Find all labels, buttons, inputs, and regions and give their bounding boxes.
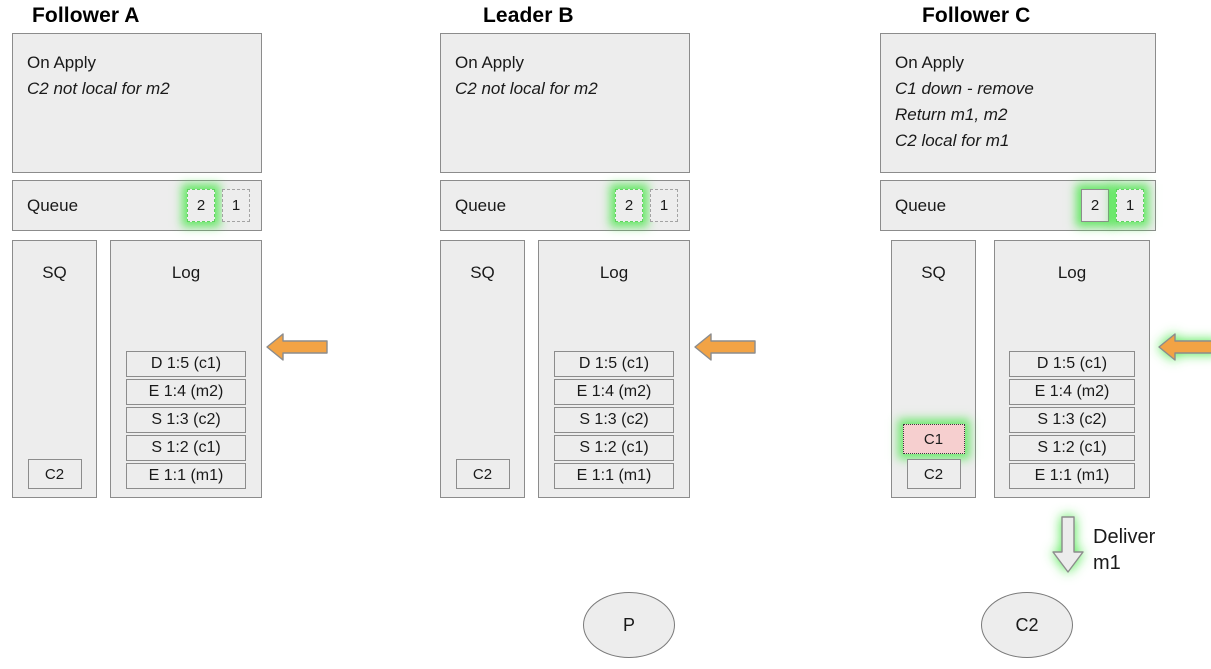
sq-items: C1 C2 [892,424,975,489]
on-apply-heading: On Apply [27,53,96,72]
deliver-label: Deliver m1 [1093,524,1155,576]
node-title: Follower A [32,4,140,27]
sq-item-highlighted[interactable]: C1 [902,424,965,454]
log-entry[interactable]: D 1:5 (c1) [126,351,246,377]
sq-title: SQ [470,263,495,282]
sq-item[interactable]: C2 [27,459,82,489]
commit-arrow-icon [694,332,756,362]
log-entry[interactable]: E 1:4 (m2) [126,379,246,405]
on-apply-line: C1 down - remove [895,79,1034,98]
log-entry[interactable]: E 1:4 (m2) [1009,379,1135,405]
log-entry[interactable]: E 1:1 (m1) [126,463,246,489]
sq-items: C2 [441,459,524,489]
log-entry[interactable]: S 1:3 (c2) [1009,407,1135,433]
log-title: Log [1057,263,1087,282]
log-entries: D 1:5 (c1) E 1:4 (m2) S 1:3 (c2) S 1:2 (… [111,351,261,489]
on-apply-panel: On Apply C1 down - remove Return m1, m2 … [880,33,1156,173]
queue-panel: Queue 2 1 [440,180,690,231]
sq-item[interactable]: C2 [906,459,961,489]
commit-arrow-icon [1158,332,1211,362]
queue-panel: Queue 2 1 [12,180,262,231]
client-node-c2[interactable]: C2 [981,592,1073,658]
deliver-label-line1: Deliver [1093,526,1156,548]
queue-slots: 2 1 [1081,189,1144,222]
log-title: Log [599,263,629,282]
log-panel: Log D 1:5 (c1) E 1:4 (m2) S 1:3 (c2) S 1… [994,240,1150,498]
on-apply-line: C2 local for m1 [895,131,1010,150]
commit-arrow-icon [266,332,328,362]
queue-slots: 2 1 [615,189,678,222]
sq-panel: SQ C2 [12,240,97,498]
log-entry[interactable]: D 1:5 (c1) [1009,351,1135,377]
queue-slot-2[interactable]: 2 [615,189,643,222]
sq-items: C2 [13,459,96,489]
queue-label: Queue [455,195,507,215]
log-entry[interactable]: D 1:5 (c1) [554,351,674,377]
log-entry[interactable]: S 1:2 (c1) [554,435,674,461]
queue-slot-2[interactable]: 2 [187,189,215,222]
sq-title: SQ [42,263,67,282]
log-entry[interactable]: E 1:1 (m1) [1009,463,1135,489]
log-entry[interactable]: E 1:4 (m2) [554,379,674,405]
queue-slot-1[interactable]: 1 [650,189,678,222]
queue-slot-1[interactable]: 1 [1116,189,1144,222]
deliver-label-line2: m1 [1093,552,1121,574]
on-apply-line: Return m1, m2 [895,105,1008,124]
on-apply-line: C2 not local for m2 [27,79,170,98]
node-title: Leader B [483,4,574,27]
deliver-arrow-down-icon [1051,516,1085,574]
on-apply-panel: On Apply C2 not local for m2 [440,33,690,173]
log-entry[interactable]: S 1:3 (c2) [554,407,674,433]
on-apply-heading: On Apply [895,53,964,72]
log-panel: Log D 1:5 (c1) E 1:4 (m2) S 1:3 (c2) S 1… [110,240,262,498]
queue-label: Queue [27,195,79,215]
queue-slots: 2 1 [187,189,250,222]
log-title: Log [171,263,201,282]
log-entry[interactable]: S 1:2 (c1) [126,435,246,461]
on-apply-panel: On Apply C2 not local for m2 [12,33,262,173]
log-panel: Log D 1:5 (c1) E 1:4 (m2) S 1:3 (c2) S 1… [538,240,690,498]
sq-item[interactable]: C2 [455,459,510,489]
log-entries: D 1:5 (c1) E 1:4 (m2) S 1:3 (c2) S 1:2 (… [539,351,689,489]
on-apply-line: C2 not local for m2 [455,79,598,98]
queue-label: Queue [895,195,947,215]
client-node-p[interactable]: P [583,592,675,658]
log-entry[interactable]: S 1:3 (c2) [126,407,246,433]
on-apply-heading: On Apply [455,53,524,72]
sq-title: SQ [921,263,946,282]
log-entry[interactable]: E 1:1 (m1) [554,463,674,489]
sq-panel: SQ C2 [440,240,525,498]
queue-slot-2[interactable]: 2 [1081,189,1109,222]
queue-panel: Queue 2 1 [880,180,1156,231]
log-entry[interactable]: S 1:2 (c1) [1009,435,1135,461]
node-title: Follower C [922,4,1031,27]
log-entries: D 1:5 (c1) E 1:4 (m2) S 1:3 (c2) S 1:2 (… [995,351,1149,489]
queue-slot-1[interactable]: 1 [222,189,250,222]
sq-panel: SQ C1 C2 [891,240,976,498]
